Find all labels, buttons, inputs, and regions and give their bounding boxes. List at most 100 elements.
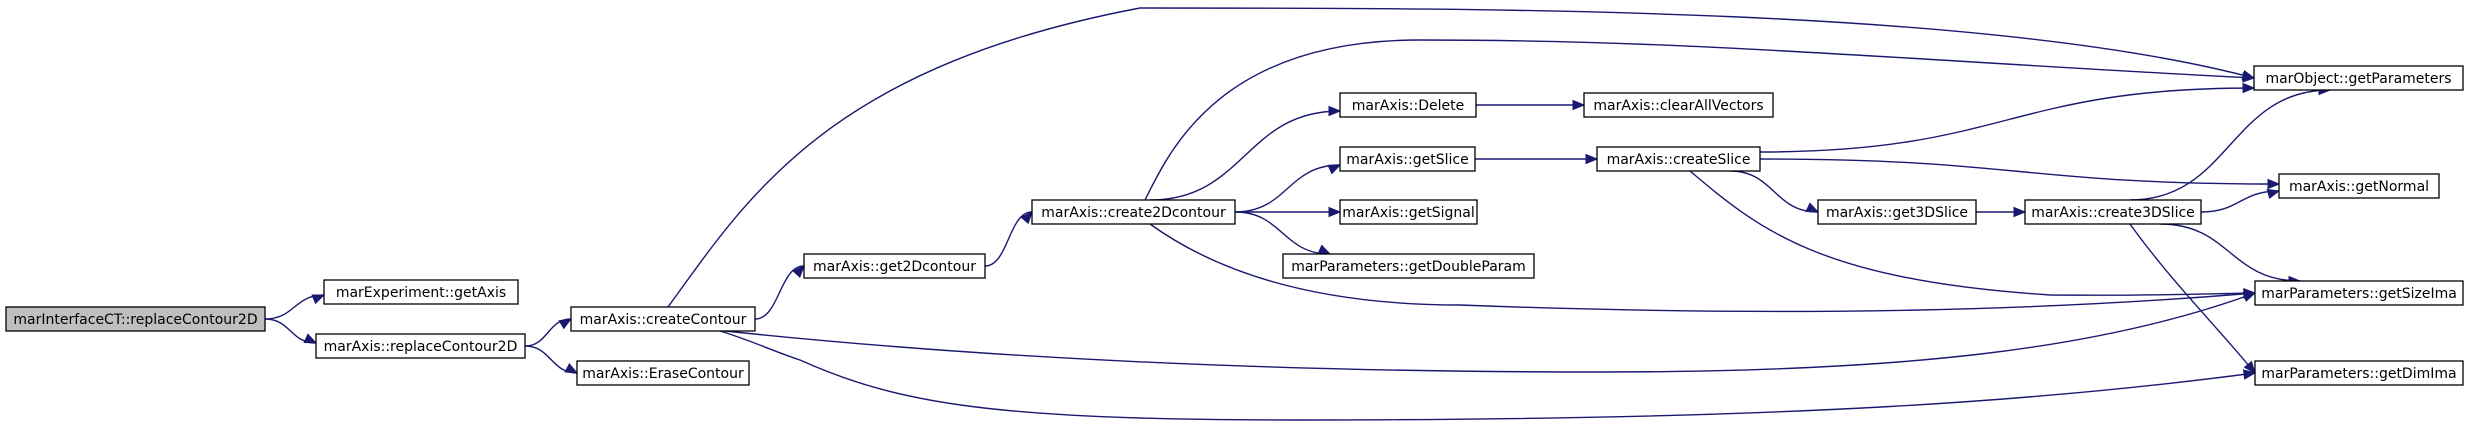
arrowhead-icon [1805,202,1820,213]
edge-createContour-to-getDimIma [719,330,2257,421]
node-box [323,279,519,305]
node-getParameters[interactable]: marObject::getParameters [2253,65,2464,91]
edge-line [984,211,1033,267]
edge-replaceContour2D-to-eraseContour [524,345,579,374]
arrowhead-icon [2242,369,2257,380]
node-box [2278,173,2440,199]
node-label: marAxis::getSlice [1346,152,1468,168]
edge-createSlice-to-getSizeIma [1689,170,2257,299]
edge-create3DSlice-to-getSizeIma [2159,223,2302,287]
edge-create2Dcontour-to-getSlice [1234,164,1342,213]
edge-createSlice-to-getParameters [1759,82,2256,153]
edge-line [1689,170,2256,296]
node-getDimIma[interactable]: marParameters::getDimIma [2254,360,2464,386]
node-createSlice[interactable]: marAxis::createSlice [1596,146,1761,172]
node-get2Dcontour[interactable]: marAxis::get2Dcontour [803,253,986,279]
edge-create2Dcontour-to-getParameters [1144,39,2256,201]
node-label: marAxis::get3DSlice [1826,205,1968,221]
node-label: marAxis::getSignal [1342,205,1474,221]
node-label: marAxis::get2Dcontour [813,259,976,275]
node-label: marAxis::clearAllVectors [1593,98,1763,114]
node-getDoubleParam[interactable]: marParameters::getDoubleParam [1282,253,1535,279]
arrowhead-icon [1585,153,1599,165]
call-nodes: marInterfaceCT::replaceContour2D marExper… [5,65,2464,386]
node-getSlice[interactable]: marAxis::getSlice [1339,146,1476,172]
node-box [1031,199,1236,225]
edge-line [724,292,2256,373]
node-label: marAxis::createContour [580,312,747,328]
node-create2Dcontour[interactable]: marAxis::create2Dcontour [1031,199,1236,225]
edge-create3DSlice-to-getNormal [2200,188,2281,213]
arrowhead-icon [2013,206,2027,218]
node-box [1339,199,1478,225]
node-label: marAxis::create3DSlice [2031,205,2195,221]
node-label: marInterfaceCT::replaceContour2D [13,312,257,328]
edge-line [754,265,805,320]
edge-line [1149,223,2256,313]
node-getNormal[interactable]: marAxis::getNormal [2278,173,2440,199]
edge-root-to-getAxis [264,294,326,320]
node-getSizeIma[interactable]: marParameters::getSizeIma [2254,280,2464,306]
node-box [1596,146,1761,172]
edge-createContour-to-getSizeIma [724,292,2257,373]
node-box [315,333,526,359]
node-delete[interactable]: marAxis::Delete [1339,92,1477,118]
call-edges [264,7,2332,421]
arrowhead-icon [1328,105,1342,117]
node-label: marParameters::getSizeIma [2261,286,2457,302]
edge-line [667,7,2255,308]
arrowhead-icon [311,294,326,305]
edge-create2Dcontour-to-getSignal [1235,206,1342,218]
arrowhead-icon [303,333,318,344]
node-getAxis[interactable]: marExperiment::getAxis [323,279,519,305]
node-replaceContour2D[interactable]: marAxis::replaceContour2D [315,333,526,359]
arrowhead-icon [1020,211,1033,225]
edge-replaceContour2D-to-createContour [524,318,573,347]
node-root: marInterfaceCT::replaceContour2D [5,306,266,332]
node-label: marAxis::Delete [1352,98,1464,114]
edge-line [1729,170,1819,213]
edge-createSlice-to-get3DSlice [1729,170,1820,213]
edge-create3DSlice-to-getDimIma [2129,223,2256,375]
node-get3DSlice[interactable]: marAxis::get3DSlice [1817,199,1977,225]
arrowhead-icon [2242,72,2256,83]
edge-line [2200,190,2280,213]
node-createContour[interactable]: marAxis::createContour [570,306,756,332]
node-box [1583,92,1774,118]
edge-line [1759,158,2280,185]
edge-get3DSlice-to-create3DSlice [1976,206,2027,218]
edge-line [1234,211,1331,255]
arrowhead-icon [1327,164,1342,175]
node-box [2024,199,2202,225]
node-getSignal[interactable]: marAxis::getSignal [1339,199,1478,225]
node-box [570,306,756,332]
edge-line [2129,223,2256,374]
edge-getSlice-to-createSlice [1475,153,1599,165]
node-label: marObject::getParameters [2265,71,2451,87]
arrowhead-icon [2242,82,2256,94]
arrowhead-icon [2267,178,2281,190]
edge-line [1759,87,2255,153]
node-eraseContour[interactable]: marAxis::EraseContour [576,360,750,386]
edge-root-to-replaceContour2D [264,318,318,344]
arrowhead-icon [792,265,805,279]
arrowhead-icon [1572,99,1586,111]
node-clearAllVectors[interactable]: marAxis::clearAllVectors [1583,92,1774,118]
node-box [803,253,986,279]
node-box [5,306,266,332]
node-box [576,360,750,386]
arrowhead-icon [1317,244,1332,255]
arrowhead-icon [2243,287,2257,299]
node-label: marAxis::EraseContour [582,366,744,382]
edge-createSlice-to-getNormal [1759,158,2281,190]
edge-get2Dcontour-to-create2Dcontour [984,211,1033,267]
edge-line [1149,110,1341,201]
node-box [2253,65,2464,91]
node-create3DSlice[interactable]: marAxis::create3DSlice [2024,199,2202,225]
arrowhead-icon [1328,206,1342,218]
node-box [1282,253,1535,279]
edge-line [2129,89,2331,201]
node-label: marAxis::createSlice [1607,152,1751,168]
node-box [1339,92,1477,118]
edge-line [2159,223,2301,282]
